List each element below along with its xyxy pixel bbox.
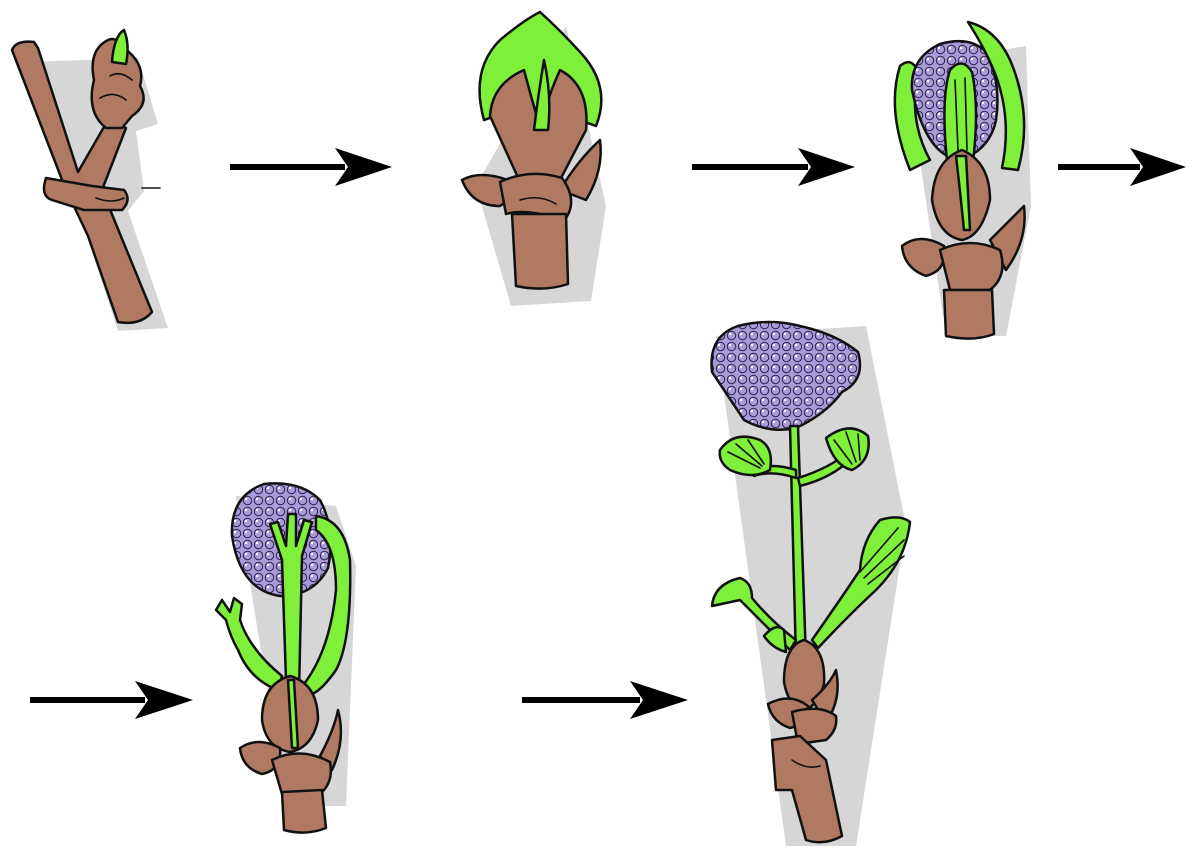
full-bloom-shoot-icon xyxy=(712,322,910,846)
arrow-3 xyxy=(1058,148,1186,186)
arrow-2 xyxy=(692,148,855,186)
arrow-4 xyxy=(30,681,193,719)
dormant-bud-icon xyxy=(12,30,168,331)
leaves-unfolding-icon xyxy=(216,483,356,832)
bud-break-icon xyxy=(462,12,606,306)
cluster-emerging-icon xyxy=(895,22,1031,339)
arrow-1 xyxy=(230,148,392,186)
arrow-5 xyxy=(522,681,688,719)
